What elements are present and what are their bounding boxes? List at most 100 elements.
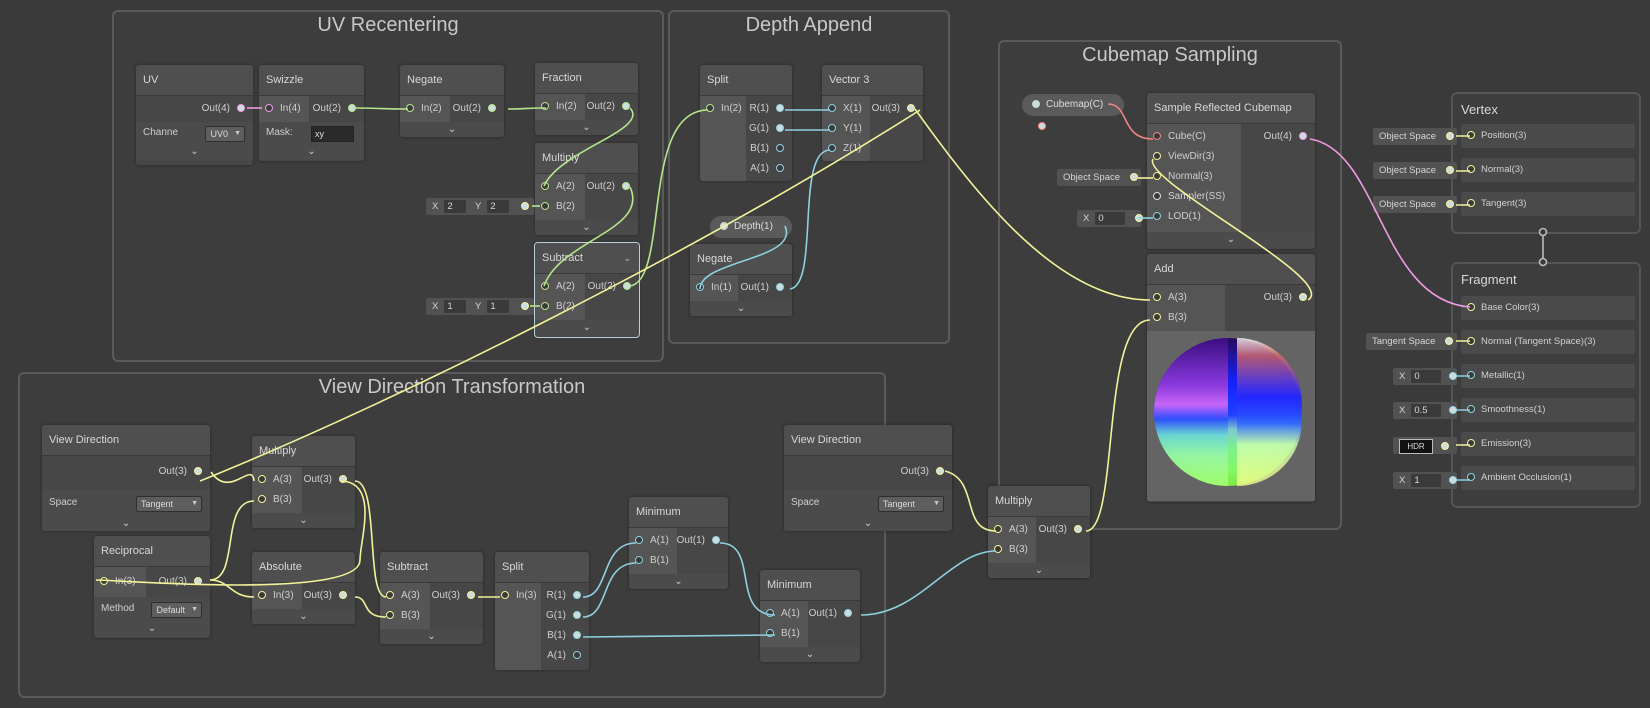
multiply3-a-port[interactable]: A(3) <box>994 523 1028 537</box>
view-direction-node[interactable]: View Direction Out(3) Space Tangent ⌄ <box>42 425 210 531</box>
port-dot[interactable] <box>907 104 915 113</box>
expand-chevron[interactable]: ⌄ <box>629 574 728 589</box>
swizzle-out-port[interactable]: Out(2) <box>313 102 356 116</box>
split2-b-port[interactable]: B(1) <box>547 629 581 643</box>
port-dot[interactable] <box>1446 200 1455 209</box>
port-dot[interactable] <box>1467 131 1475 140</box>
port-dot[interactable] <box>1441 442 1449 451</box>
fragment-port-ambient-occlusion[interactable]: Ambient Occlusion(1) <box>1461 466 1635 490</box>
port-dot[interactable] <box>1153 192 1161 201</box>
expand-chevron[interactable]: ⌄ <box>1147 232 1315 248</box>
tangent-space-value[interactable]: Object Space <box>1373 196 1457 213</box>
port-dot[interactable] <box>622 102 630 111</box>
add-b-port[interactable]: B(3) <box>1153 311 1187 325</box>
add-out-port[interactable]: Out(3) <box>1264 291 1307 305</box>
y-field[interactable]: 2 <box>487 200 510 213</box>
reciprocal-node[interactable]: Reciprocal In(3) Out(3) Method Default ⌄ <box>94 536 210 638</box>
port-dot[interactable] <box>1032 100 1040 109</box>
port-dot[interactable] <box>541 302 549 311</box>
port-dot[interactable] <box>706 104 714 113</box>
subtract-node-2[interactable]: Subtract A(3) B(3) Out(3) ⌄ <box>380 552 483 644</box>
metallic-field[interactable]: 0 <box>1411 370 1442 383</box>
negate2-out-port[interactable]: Out(1) <box>741 281 784 295</box>
negate-node[interactable]: Negate In(2) Out(2) ⌄ <box>400 65 504 137</box>
port-dot[interactable] <box>541 182 549 191</box>
viewdir1-out-port[interactable]: Out(3) <box>159 465 202 479</box>
fragment-port-smoothness[interactable]: Smoothness(1) <box>1461 398 1635 422</box>
port-dot[interactable] <box>1446 166 1455 175</box>
port-dot[interactable] <box>776 124 784 133</box>
sample-out-port[interactable]: Out(4) <box>1264 130 1307 144</box>
expand-chevron[interactable]: ⌄ <box>252 513 355 528</box>
port-dot[interactable] <box>828 124 836 133</box>
sample-reflected-cubemap-node[interactable]: Sample Reflected Cubemap Cube(C) ViewDir… <box>1147 93 1315 249</box>
uv-node[interactable]: UV Out(4) Channe UV0 ⌄ <box>136 65 253 165</box>
port-dot[interactable] <box>258 475 266 484</box>
port-dot[interactable] <box>1449 372 1458 381</box>
port-dot[interactable] <box>1467 337 1475 346</box>
method-select[interactable]: Default <box>151 602 202 618</box>
expand-chevron[interactable]: ⌄ <box>760 647 860 662</box>
port-dot[interactable] <box>1449 476 1458 485</box>
multiply3-out-port[interactable]: Out(3) <box>1039 523 1082 537</box>
vector3-y-port[interactable]: Y(1) <box>828 122 862 136</box>
minimum2-b-port[interactable]: B(1) <box>766 627 800 641</box>
port-dot[interactable] <box>994 525 1002 534</box>
vector3-x-port[interactable]: X(1) <box>828 102 862 116</box>
port-dot[interactable] <box>1130 173 1139 182</box>
port-dot[interactable] <box>541 202 549 211</box>
vector3-node[interactable]: Vector 3 X(1) Y(1) Z(1) Out(3) <box>822 65 923 161</box>
port-dot[interactable] <box>339 591 347 600</box>
y-field[interactable]: 1 <box>487 300 510 313</box>
port-dot[interactable] <box>1299 132 1307 141</box>
subtract-out-port[interactable]: Out(2) <box>588 280 631 294</box>
split2-in-port[interactable]: In(3) <box>501 589 537 603</box>
depth-property[interactable]: Depth(1) <box>710 216 792 253</box>
negate-in-port[interactable]: In(2) <box>406 102 442 116</box>
minimum-b-port[interactable]: B(1) <box>635 554 669 568</box>
port-dot[interactable] <box>828 104 836 113</box>
port-dot[interactable] <box>100 577 108 586</box>
multiply-b-port[interactable]: B(2) <box>541 200 575 214</box>
x-field[interactable]: 0 <box>1095 212 1126 225</box>
port-dot[interactable] <box>828 144 836 153</box>
port-dot[interactable] <box>635 536 643 545</box>
vector3-out-port[interactable]: Out(3) <box>872 102 915 116</box>
channel-select[interactable]: UV0 <box>205 126 245 142</box>
viewdir-port[interactable]: ViewDir(3) <box>1153 150 1215 164</box>
port-dot[interactable] <box>776 104 784 113</box>
port-dot[interactable] <box>1446 132 1455 141</box>
subtract-node[interactable]: Subtract⌄ A(2) B(2) Out(2) ⌄ <box>534 242 640 338</box>
multiply3-b-port[interactable]: B(3) <box>994 543 1028 557</box>
multiply-node-2[interactable]: Multiply A(3) B(3) Out(3) ⌄ <box>252 436 355 528</box>
port-dot[interactable] <box>1445 337 1454 346</box>
vertex-port-tangent[interactable]: Tangent(3) <box>1461 192 1635 216</box>
expand-chevron[interactable]: ⌄ <box>42 516 210 531</box>
port-dot[interactable] <box>766 629 774 638</box>
split-r-port[interactable]: R(1) <box>750 102 784 116</box>
normal-tangent-space-value[interactable]: Tangent Space <box>1366 333 1457 350</box>
port-dot[interactable] <box>720 222 728 231</box>
split-in-port[interactable]: In(2) <box>706 102 742 116</box>
port-dot[interactable] <box>1467 405 1475 414</box>
port-dot[interactable] <box>1153 132 1161 141</box>
port-dot[interactable] <box>1467 473 1475 482</box>
normal-port[interactable]: Normal(3) <box>1153 170 1212 184</box>
port-dot[interactable] <box>1299 293 1307 302</box>
port-dot[interactable] <box>521 302 530 311</box>
fragment-port-emission[interactable]: Emission(3) <box>1461 432 1635 456</box>
split2-g-port[interactable]: G(1) <box>546 609 581 623</box>
split2-a-port[interactable]: A(1) <box>547 649 581 663</box>
fragment-port-metallic[interactable]: Metallic(1) <box>1461 364 1635 388</box>
position-space-value[interactable]: Object Space <box>1373 128 1457 145</box>
mask-field[interactable]: xy <box>311 126 354 142</box>
port-dot[interactable] <box>258 591 266 600</box>
port-dot[interactable] <box>386 611 394 620</box>
port-dot[interactable] <box>194 467 202 476</box>
port-dot[interactable] <box>776 283 784 292</box>
chevron-down-icon[interactable]: ⌄ <box>623 253 631 263</box>
port-dot[interactable] <box>237 104 245 113</box>
